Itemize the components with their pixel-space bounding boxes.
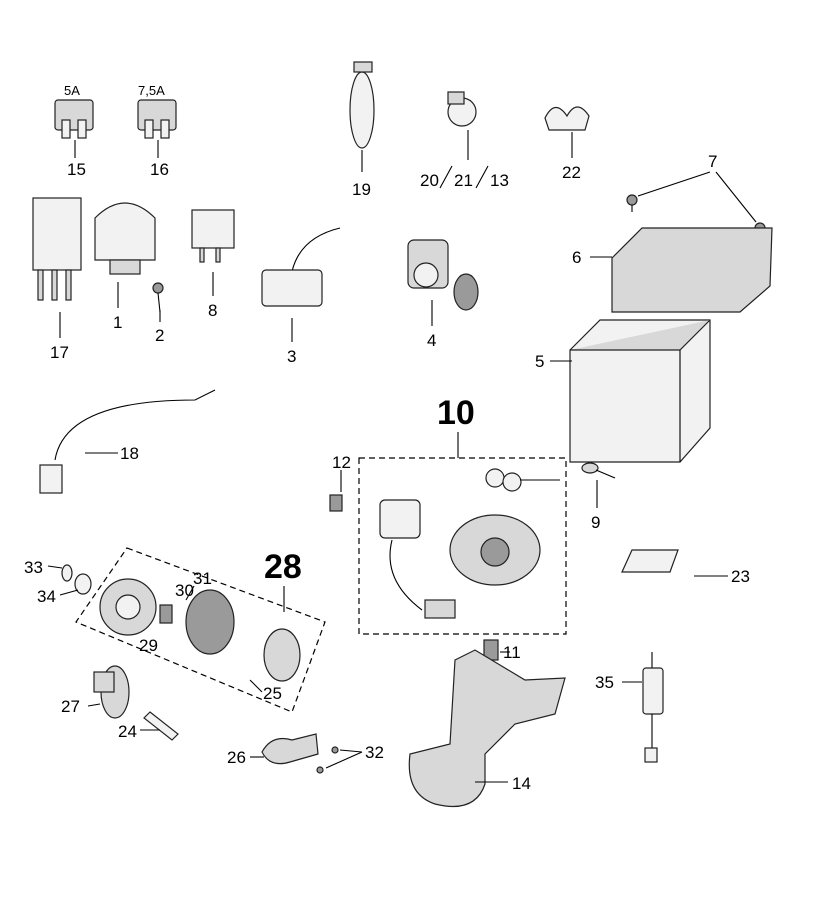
ignition-coil-3 — [261, 227, 341, 342]
battery-cover-6 — [590, 227, 773, 313]
starter-motor-26 — [250, 733, 319, 765]
relay-17 — [32, 197, 82, 338]
circlip-33 — [61, 564, 73, 582]
callout-35: 35 — [595, 673, 614, 692]
callout-16: 16 — [150, 160, 169, 179]
screw-2 — [152, 282, 164, 322]
callout-9: 9 — [591, 513, 600, 532]
starter-clutch-group-28 — [75, 547, 326, 713]
callout-34: 34 — [37, 587, 56, 606]
lock-set-10 — [379, 468, 560, 619]
callout-15: 15 — [67, 160, 86, 179]
callout-17: 17 — [50, 343, 69, 362]
fuse-15-rating: 5A — [64, 83, 80, 98]
relay-8 — [191, 209, 235, 296]
callout-21: 21 — [454, 171, 473, 190]
lock-set-group-10 — [358, 457, 567, 635]
callout-32: 32 — [365, 743, 384, 762]
callout-22: 22 — [562, 163, 581, 182]
fuse-16 — [137, 99, 177, 158]
callout-19: 19 — [352, 180, 371, 199]
callout-12: 12 — [332, 453, 351, 472]
cover-23 — [621, 549, 728, 577]
key-blank-9 — [581, 462, 616, 508]
callout-1: 1 — [113, 313, 122, 332]
callout-30: 30 — [175, 581, 194, 600]
callout-27: 27 — [61, 697, 80, 716]
callout-7: 7 — [708, 152, 717, 171]
callout-2: 2 — [155, 326, 164, 345]
callout-33: 33 — [24, 558, 43, 577]
callout-28: 28 — [264, 548, 302, 586]
power-socket-4 — [407, 239, 479, 326]
callout-23: 23 — [731, 567, 750, 586]
fuse-16-rating: 7,5A — [138, 83, 165, 98]
fuse-15 — [54, 99, 94, 158]
callout-3: 3 — [287, 347, 296, 366]
callout-8: 8 — [208, 301, 217, 320]
bracket-14 — [408, 649, 566, 808]
callout-11: 11 — [503, 643, 521, 662]
callout-29: 29 — [139, 636, 158, 655]
gear-27 — [87, 665, 130, 719]
callout-20: 20 — [420, 171, 439, 190]
battery-5 — [550, 319, 711, 463]
callout-18: 18 — [120, 444, 139, 463]
shaft-24 — [140, 711, 179, 741]
callout-31: 31 — [193, 569, 212, 588]
starter-clutch-28 — [99, 578, 301, 682]
switch-35 — [622, 652, 664, 763]
callout-5: 5 — [535, 352, 544, 371]
wiring-harness-18 — [39, 389, 216, 494]
callout-6: 6 — [572, 248, 581, 267]
hose-clamp-20-21-13 — [447, 91, 477, 160]
callout-4: 4 — [427, 331, 436, 350]
callout-24: 24 — [118, 722, 137, 741]
callout-25: 25 — [263, 684, 282, 703]
regulator-1 — [94, 202, 156, 308]
callout-26: 26 — [227, 748, 246, 767]
screw-12 — [329, 470, 343, 512]
cable-tie-19 — [349, 61, 375, 172]
callout-13: 13 — [490, 171, 509, 190]
screws-32 — [316, 746, 363, 774]
washer-34 — [74, 573, 92, 595]
callout-10: 10 — [437, 394, 475, 432]
callout-14: 14 — [512, 774, 531, 793]
wire-clip-22 — [544, 106, 590, 158]
